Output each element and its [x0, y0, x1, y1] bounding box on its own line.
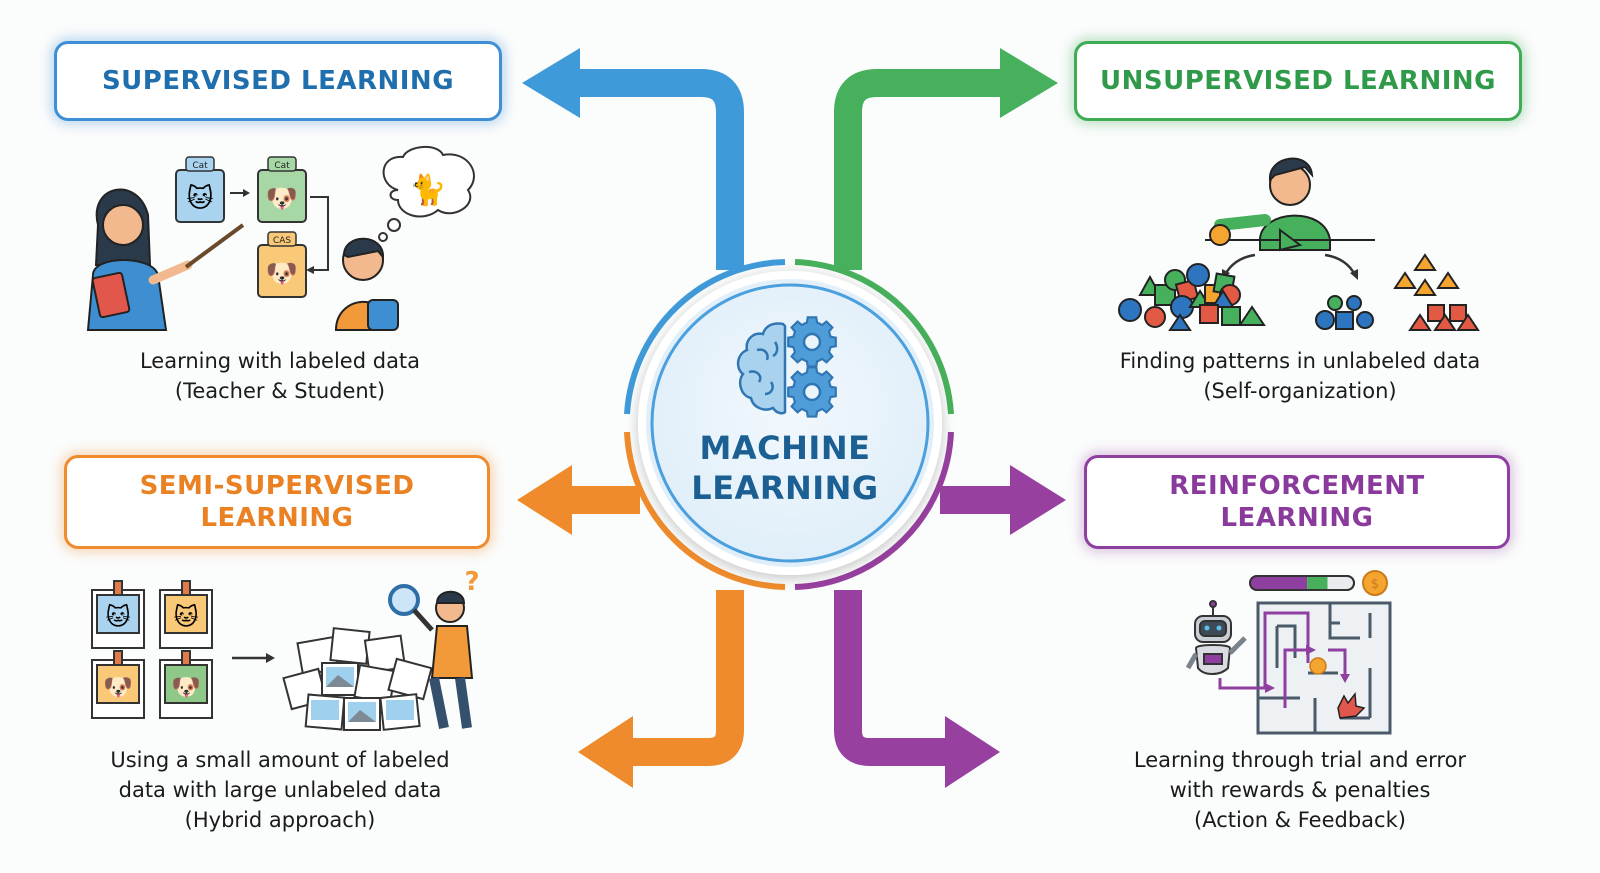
unsupervised-description: Finding patterns in unlabeled data (Self…	[1070, 346, 1530, 406]
teacher-figure	[86, 188, 245, 331]
arrow-supervised	[522, 48, 744, 270]
hub-title-line: LEARNING	[691, 469, 879, 507]
question-mark: ?	[464, 568, 479, 597]
unsupervised-illustration	[1118, 157, 1480, 331]
hub-title: MACHINE LEARNING	[640, 428, 930, 508]
svg-text:🐶: 🐶	[266, 259, 298, 289]
person-figure	[1214, 157, 1331, 251]
description-line: (Self-organization)	[1203, 379, 1397, 403]
description-line: (Teacher & Student)	[174, 379, 386, 403]
svg-text:🐱: 🐱	[105, 603, 130, 631]
svg-text:🐈: 🐈	[409, 172, 446, 208]
card-label: CAS	[273, 236, 291, 246]
hub-circle	[638, 271, 942, 575]
card-label: Cat	[192, 161, 208, 171]
category-reinforcement-title: REINFORCEMENT LEARNING	[1084, 455, 1510, 549]
supervised-description: Learning with labeled data (Teacher & St…	[60, 346, 500, 406]
category-title-line: REINFORCEMENT	[1169, 470, 1425, 501]
coin-symbol: $	[1371, 577, 1379, 592]
semi-supervised-illustration: 🐱 🐱 🐶 🐶	[91, 568, 480, 731]
description-line: (Hybrid approach)	[184, 808, 376, 832]
description-line: Using a small amount of labeled	[110, 748, 450, 772]
description-line: (Action & Feedback)	[1194, 808, 1406, 832]
description-line: Learning through trial and error	[1133, 748, 1467, 772]
category-title: SUPERVISED LEARNING	[101, 65, 455, 96]
category-unsupervised-title: UNSUPERVISED LEARNING	[1074, 41, 1522, 121]
orange-triangle-cluster	[1393, 253, 1460, 296]
labeled-photos: 🐱 🐱 🐶 🐶	[91, 580, 213, 719]
reinforcement-description: Learning through trial and error with re…	[1070, 745, 1530, 835]
arrow-unsupervised	[834, 48, 1058, 270]
label-card: Cat 🐶	[257, 156, 307, 223]
svg-text:🐱: 🐱	[186, 184, 213, 214]
card-label: Cat	[274, 161, 290, 171]
arrow-semi-supervised	[517, 465, 744, 788]
hub-title-line: MACHINE	[699, 429, 871, 467]
coin-icon: $	[1362, 570, 1388, 596]
description-line: data with large unlabeled data	[118, 778, 442, 802]
category-semi-supervised-title: SEMI-SUPERVISED LEARNING	[64, 455, 490, 549]
red-cluster	[1408, 304, 1480, 331]
hub-ring	[624, 259, 954, 590]
reward-bar-reward-segment	[1307, 577, 1328, 589]
blue-green-cluster	[1315, 295, 1374, 330]
category-title-line: SEMI-SUPERVISED	[139, 470, 415, 501]
unlabeled-photo-pile	[282, 627, 433, 731]
reward-bar-penalty-segment	[1251, 577, 1308, 589]
category-title: UNSUPERVISED LEARNING	[1100, 65, 1496, 96]
reinforcement-illustration: $	[1185, 570, 1392, 735]
brain-icon	[736, 322, 787, 415]
description-line: with rewards & penalties	[1169, 778, 1431, 802]
mixed-shapes-pile	[1118, 263, 1266, 331]
description-line: Learning with labeled data	[139, 349, 421, 373]
arrow-reinforcement	[834, 465, 1066, 788]
robot-icon	[1185, 600, 1247, 675]
thought-bubble: 🐈	[378, 146, 475, 242]
maze	[1218, 601, 1392, 735]
reward-bar	[1249, 575, 1355, 591]
investigator-figure: ?	[388, 568, 480, 729]
label-card: CAS 🐶	[257, 231, 307, 298]
category-title-line: LEARNING	[200, 503, 354, 533]
student-figure	[334, 237, 399, 331]
supervised-illustration: Cat 🐱 Cat 🐶 CAS 🐶	[86, 146, 475, 331]
label-card: Cat 🐱	[175, 156, 225, 223]
svg-text:🐶: 🐶	[266, 184, 298, 214]
svg-text:🐶: 🐶	[171, 673, 201, 701]
gears-icon	[787, 316, 837, 418]
category-supervised-title: SUPERVISED LEARNING	[54, 41, 502, 121]
svg-text:🐱: 🐱	[173, 603, 198, 631]
svg-text:🐶: 🐶	[103, 673, 133, 701]
category-title-line: LEARNING	[1220, 503, 1374, 533]
semi-supervised-description: Using a small amount of labeled data wit…	[50, 745, 510, 835]
description-line: Finding patterns in unlabeled data	[1119, 349, 1481, 373]
